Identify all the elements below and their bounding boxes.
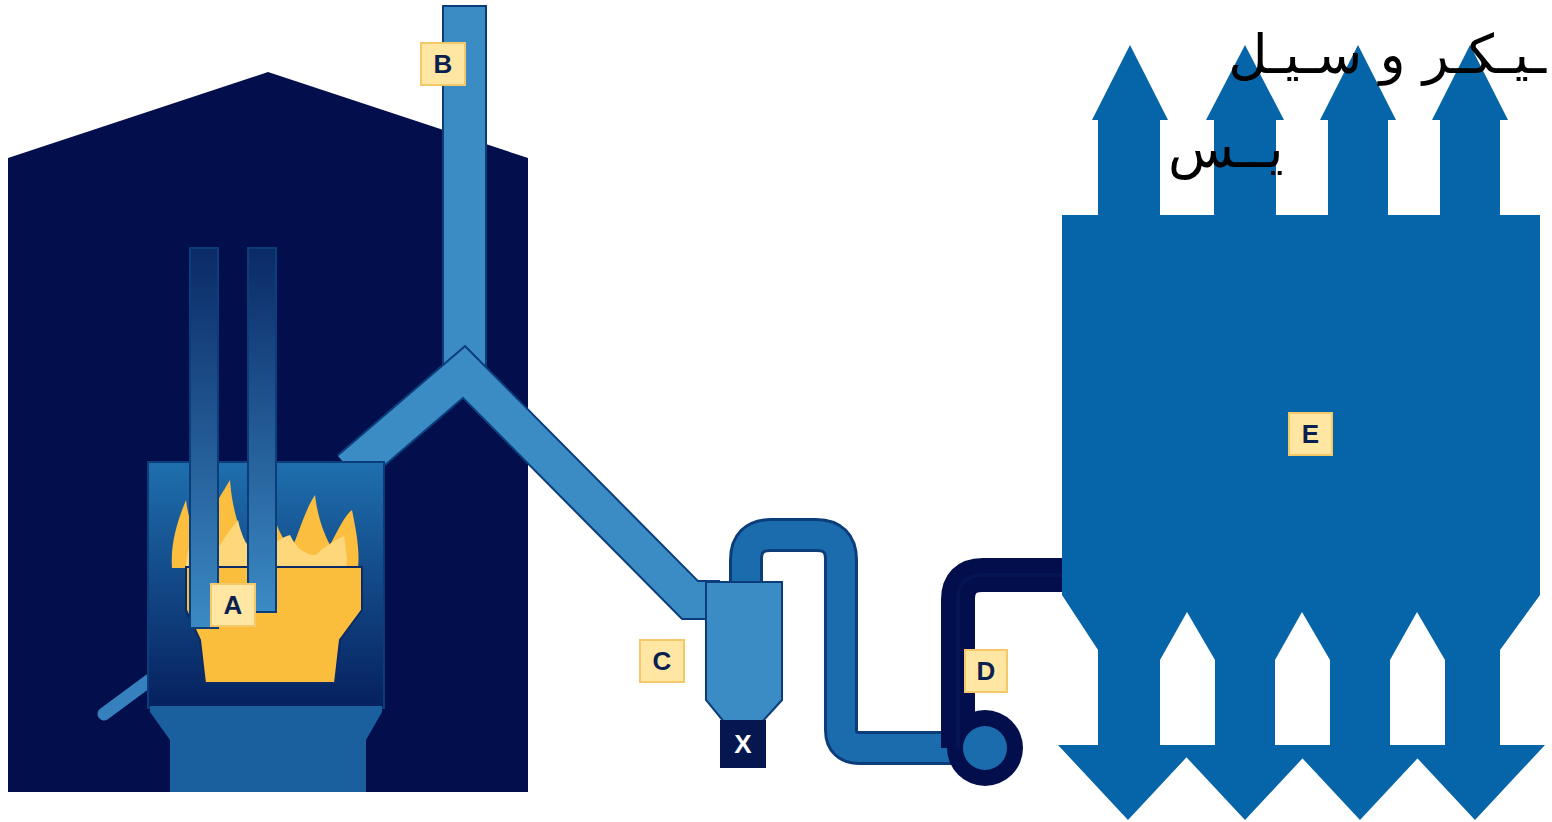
furnace-base xyxy=(150,706,382,792)
flue-duct xyxy=(350,372,720,600)
dust-outlet xyxy=(720,720,766,768)
callout-letter: E xyxy=(1288,412,1333,456)
cyclone xyxy=(706,582,782,722)
electrode xyxy=(190,248,218,628)
callout-letter: X xyxy=(720,720,766,768)
electrode xyxy=(248,248,276,612)
fan-duct-inner xyxy=(958,575,1068,748)
callout-letter: C xyxy=(639,639,685,683)
callout-letter: B xyxy=(420,42,466,86)
callout-letter: D xyxy=(964,649,1008,693)
callout-letter: A xyxy=(210,583,256,627)
fan-inner xyxy=(963,726,1007,770)
caption-text: ـيـكـر و سـيـل xyxy=(1228,18,1546,90)
caption-text: يــس xyxy=(1168,112,1284,184)
baghouse xyxy=(1058,45,1545,820)
flue-duct xyxy=(350,372,720,600)
tap-pipe xyxy=(104,680,150,714)
